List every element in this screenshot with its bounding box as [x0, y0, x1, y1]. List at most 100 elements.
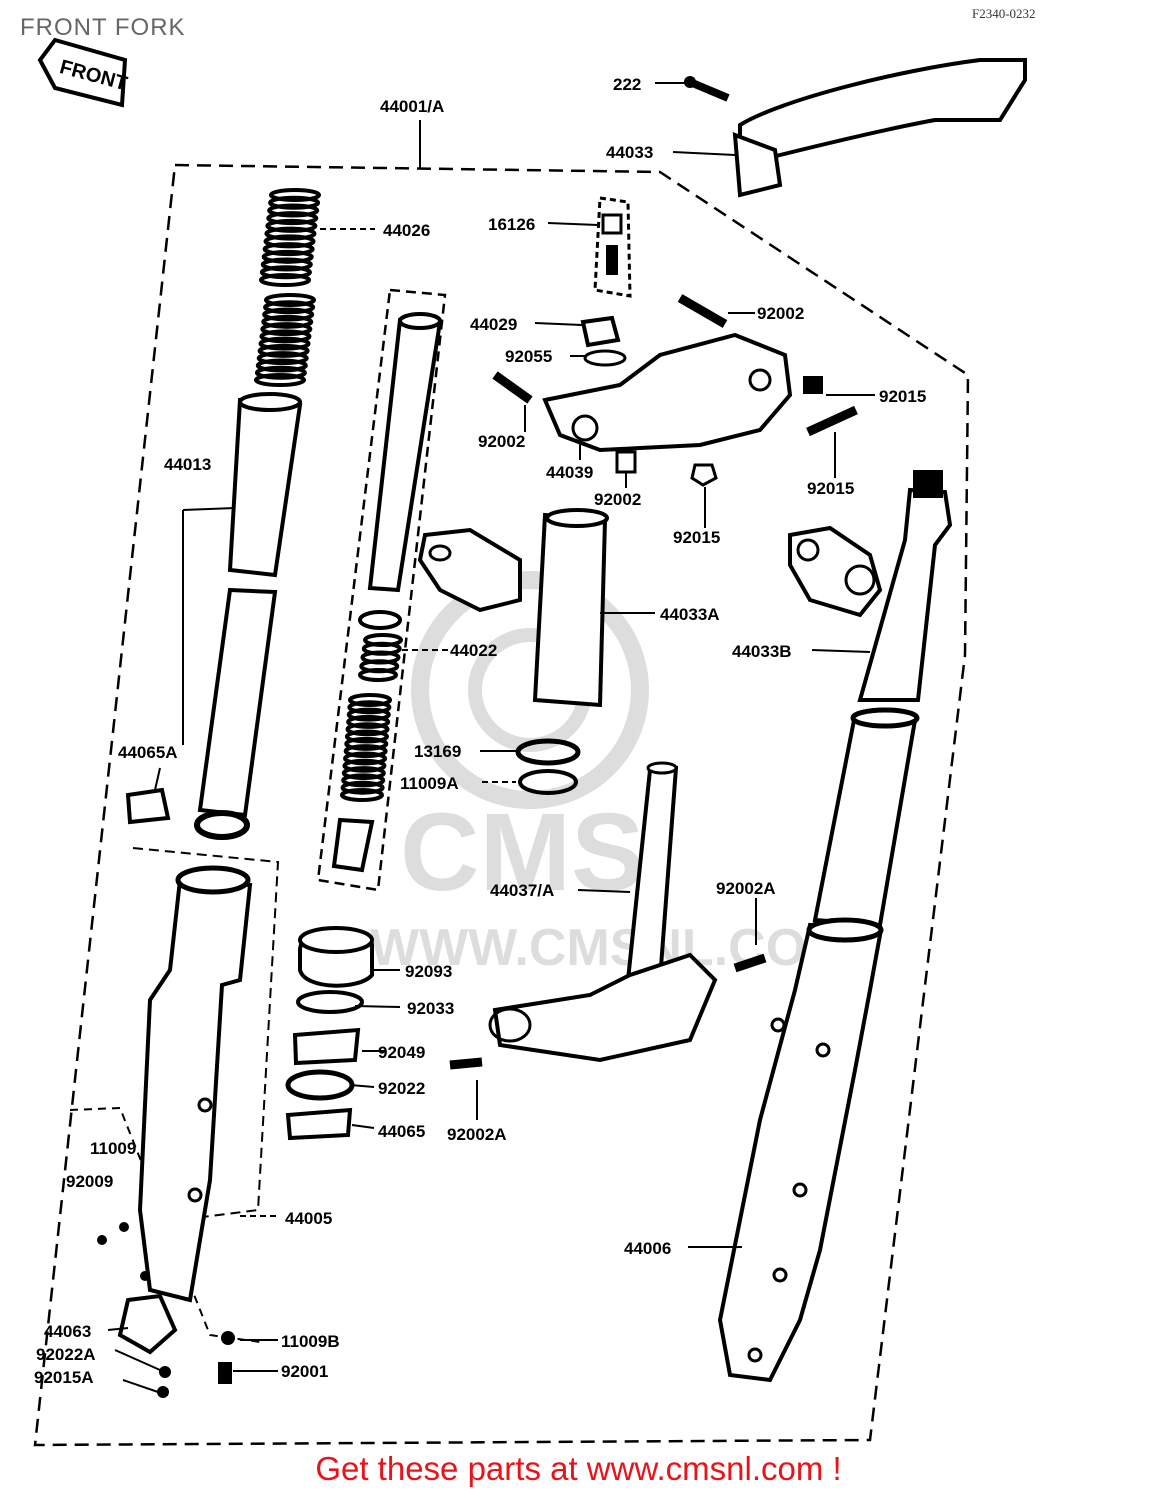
- nut-92015-icon: [615, 450, 637, 474]
- bolt-92002-icon: [492, 371, 533, 404]
- front-arrow-tag: FRONT: [37, 37, 130, 108]
- label-92093: 92093: [405, 962, 452, 981]
- spring-coil: [263, 234, 316, 249]
- spring-coil: [254, 365, 307, 380]
- spring-coil: [347, 700, 392, 715]
- steering-stem: [488, 761, 718, 1063]
- spring-coil: [264, 293, 316, 307]
- fork-spring: [254, 188, 321, 387]
- nut-92015-icon: [690, 463, 718, 487]
- spring-coil: [345, 722, 390, 737]
- label-44033a: 44033A: [660, 605, 720, 624]
- spring-coil: [264, 226, 317, 241]
- label-44005: 44005: [285, 1209, 332, 1228]
- axle-clamp-icon: [117, 1293, 178, 1355]
- label-16126: 16126: [488, 215, 535, 234]
- bushing-44065a-icon: [125, 787, 171, 825]
- label-92055: 92055: [505, 347, 552, 366]
- outer-tube-left: [137, 865, 253, 1303]
- damper-rod: [331, 312, 443, 873]
- label-44026: 44026: [383, 221, 430, 240]
- spring-coil: [256, 351, 309, 366]
- label-11009: 11009: [90, 1139, 136, 1158]
- spring-coil: [340, 780, 385, 795]
- label-44013: 44013: [164, 455, 211, 474]
- spring-coil: [341, 766, 386, 781]
- upper-triple-clamp: [542, 332, 793, 453]
- label-92015-lower: 92015: [673, 528, 720, 547]
- spring-coil: [260, 257, 313, 272]
- nut-92015-icon: [803, 376, 823, 394]
- spring-coil: [262, 307, 315, 322]
- spring-coil: [342, 758, 387, 773]
- spring-coil: [267, 203, 320, 218]
- promo-banner[interactable]: Get these parts at www.cmsnl.com !: [315, 1450, 842, 1487]
- label-44029: 44029: [470, 315, 517, 334]
- label-92049: 92049: [378, 1043, 425, 1062]
- spring-coil: [266, 211, 319, 226]
- watermark-url: WWW.CMSNL.COM: [370, 919, 849, 977]
- spring-coil: [257, 343, 310, 358]
- inner-tube: [194, 392, 303, 840]
- label-44037a: 44037/A: [490, 881, 554, 900]
- handlebar-bracket-right: [788, 525, 883, 618]
- label-44022: 44022: [450, 641, 497, 660]
- spring-coil: [269, 188, 321, 202]
- bolt-92002-icon: [677, 294, 728, 328]
- steering-bearing-icon: [518, 769, 578, 795]
- label-92033: 92033: [407, 999, 454, 1018]
- diagram-code: F2340-0232: [972, 6, 1036, 21]
- spring-coil: [255, 358, 308, 373]
- spring-coil: [261, 314, 314, 329]
- spring-coil: [343, 744, 388, 759]
- steering-seal-icon: [515, 738, 581, 766]
- spring-coil: [348, 693, 392, 707]
- label-92015-mid: 92002: [594, 490, 641, 509]
- spring-coil: [340, 788, 384, 802]
- label-92002a-lower: 92002A: [447, 1125, 507, 1144]
- label-44039: 44039: [546, 463, 593, 482]
- label-92002a-right: 92002A: [716, 879, 776, 898]
- part-labels: 222 44001/A 44033 44026 16126 44029 9200…: [34, 75, 926, 1387]
- label-44033: 44033: [606, 143, 653, 162]
- spring-coil: [344, 736, 389, 751]
- bolt-222-icon: [684, 76, 730, 102]
- label-92015-right: 92015: [879, 387, 926, 406]
- damper-spring: [340, 693, 392, 802]
- label-11009a: 11009A: [400, 774, 459, 793]
- label-92009: 92009: [66, 1172, 113, 1191]
- label-44065: 44065: [378, 1122, 425, 1141]
- leader-lines: [107, 82, 875, 1393]
- spring-coil: [260, 322, 313, 337]
- label-44063: 44063: [44, 1322, 91, 1341]
- label-44001a: 44001/A: [380, 97, 444, 116]
- spring-coil: [341, 773, 386, 788]
- label-92001: 92001: [281, 1362, 328, 1381]
- watermark-logo-icon: [411, 571, 649, 809]
- bolt-92002a-icon: [733, 953, 767, 973]
- label-222: 222: [613, 75, 641, 94]
- label-92022: 92022: [378, 1079, 425, 1098]
- fork-cap-plug-icon: [580, 315, 621, 348]
- bolt-92002a-icon: [449, 1057, 483, 1070]
- spring-coil: [254, 373, 306, 387]
- label-92002-right: 92015: [807, 479, 854, 498]
- seal-stack: [285, 926, 374, 1141]
- spring-coil: [358, 668, 398, 682]
- spring-coil: [268, 195, 321, 210]
- o-ring-icon: [583, 349, 627, 367]
- label-44065a: 44065A: [118, 743, 178, 762]
- fork-leg-right: [717, 470, 953, 1383]
- label-44006: 44006: [624, 1239, 671, 1258]
- label-13169: 13169: [414, 742, 461, 761]
- label-92002-top: 92002: [757, 304, 804, 323]
- spring-coil: [346, 714, 391, 729]
- spring-coil: [265, 218, 318, 233]
- small-fasteners: [97, 1222, 235, 1398]
- spring-coil: [259, 265, 312, 280]
- spring-coil: [258, 336, 311, 351]
- label-92002-left: 92002: [478, 432, 525, 451]
- spring-coil: [259, 329, 312, 344]
- spring-coil: [262, 242, 315, 257]
